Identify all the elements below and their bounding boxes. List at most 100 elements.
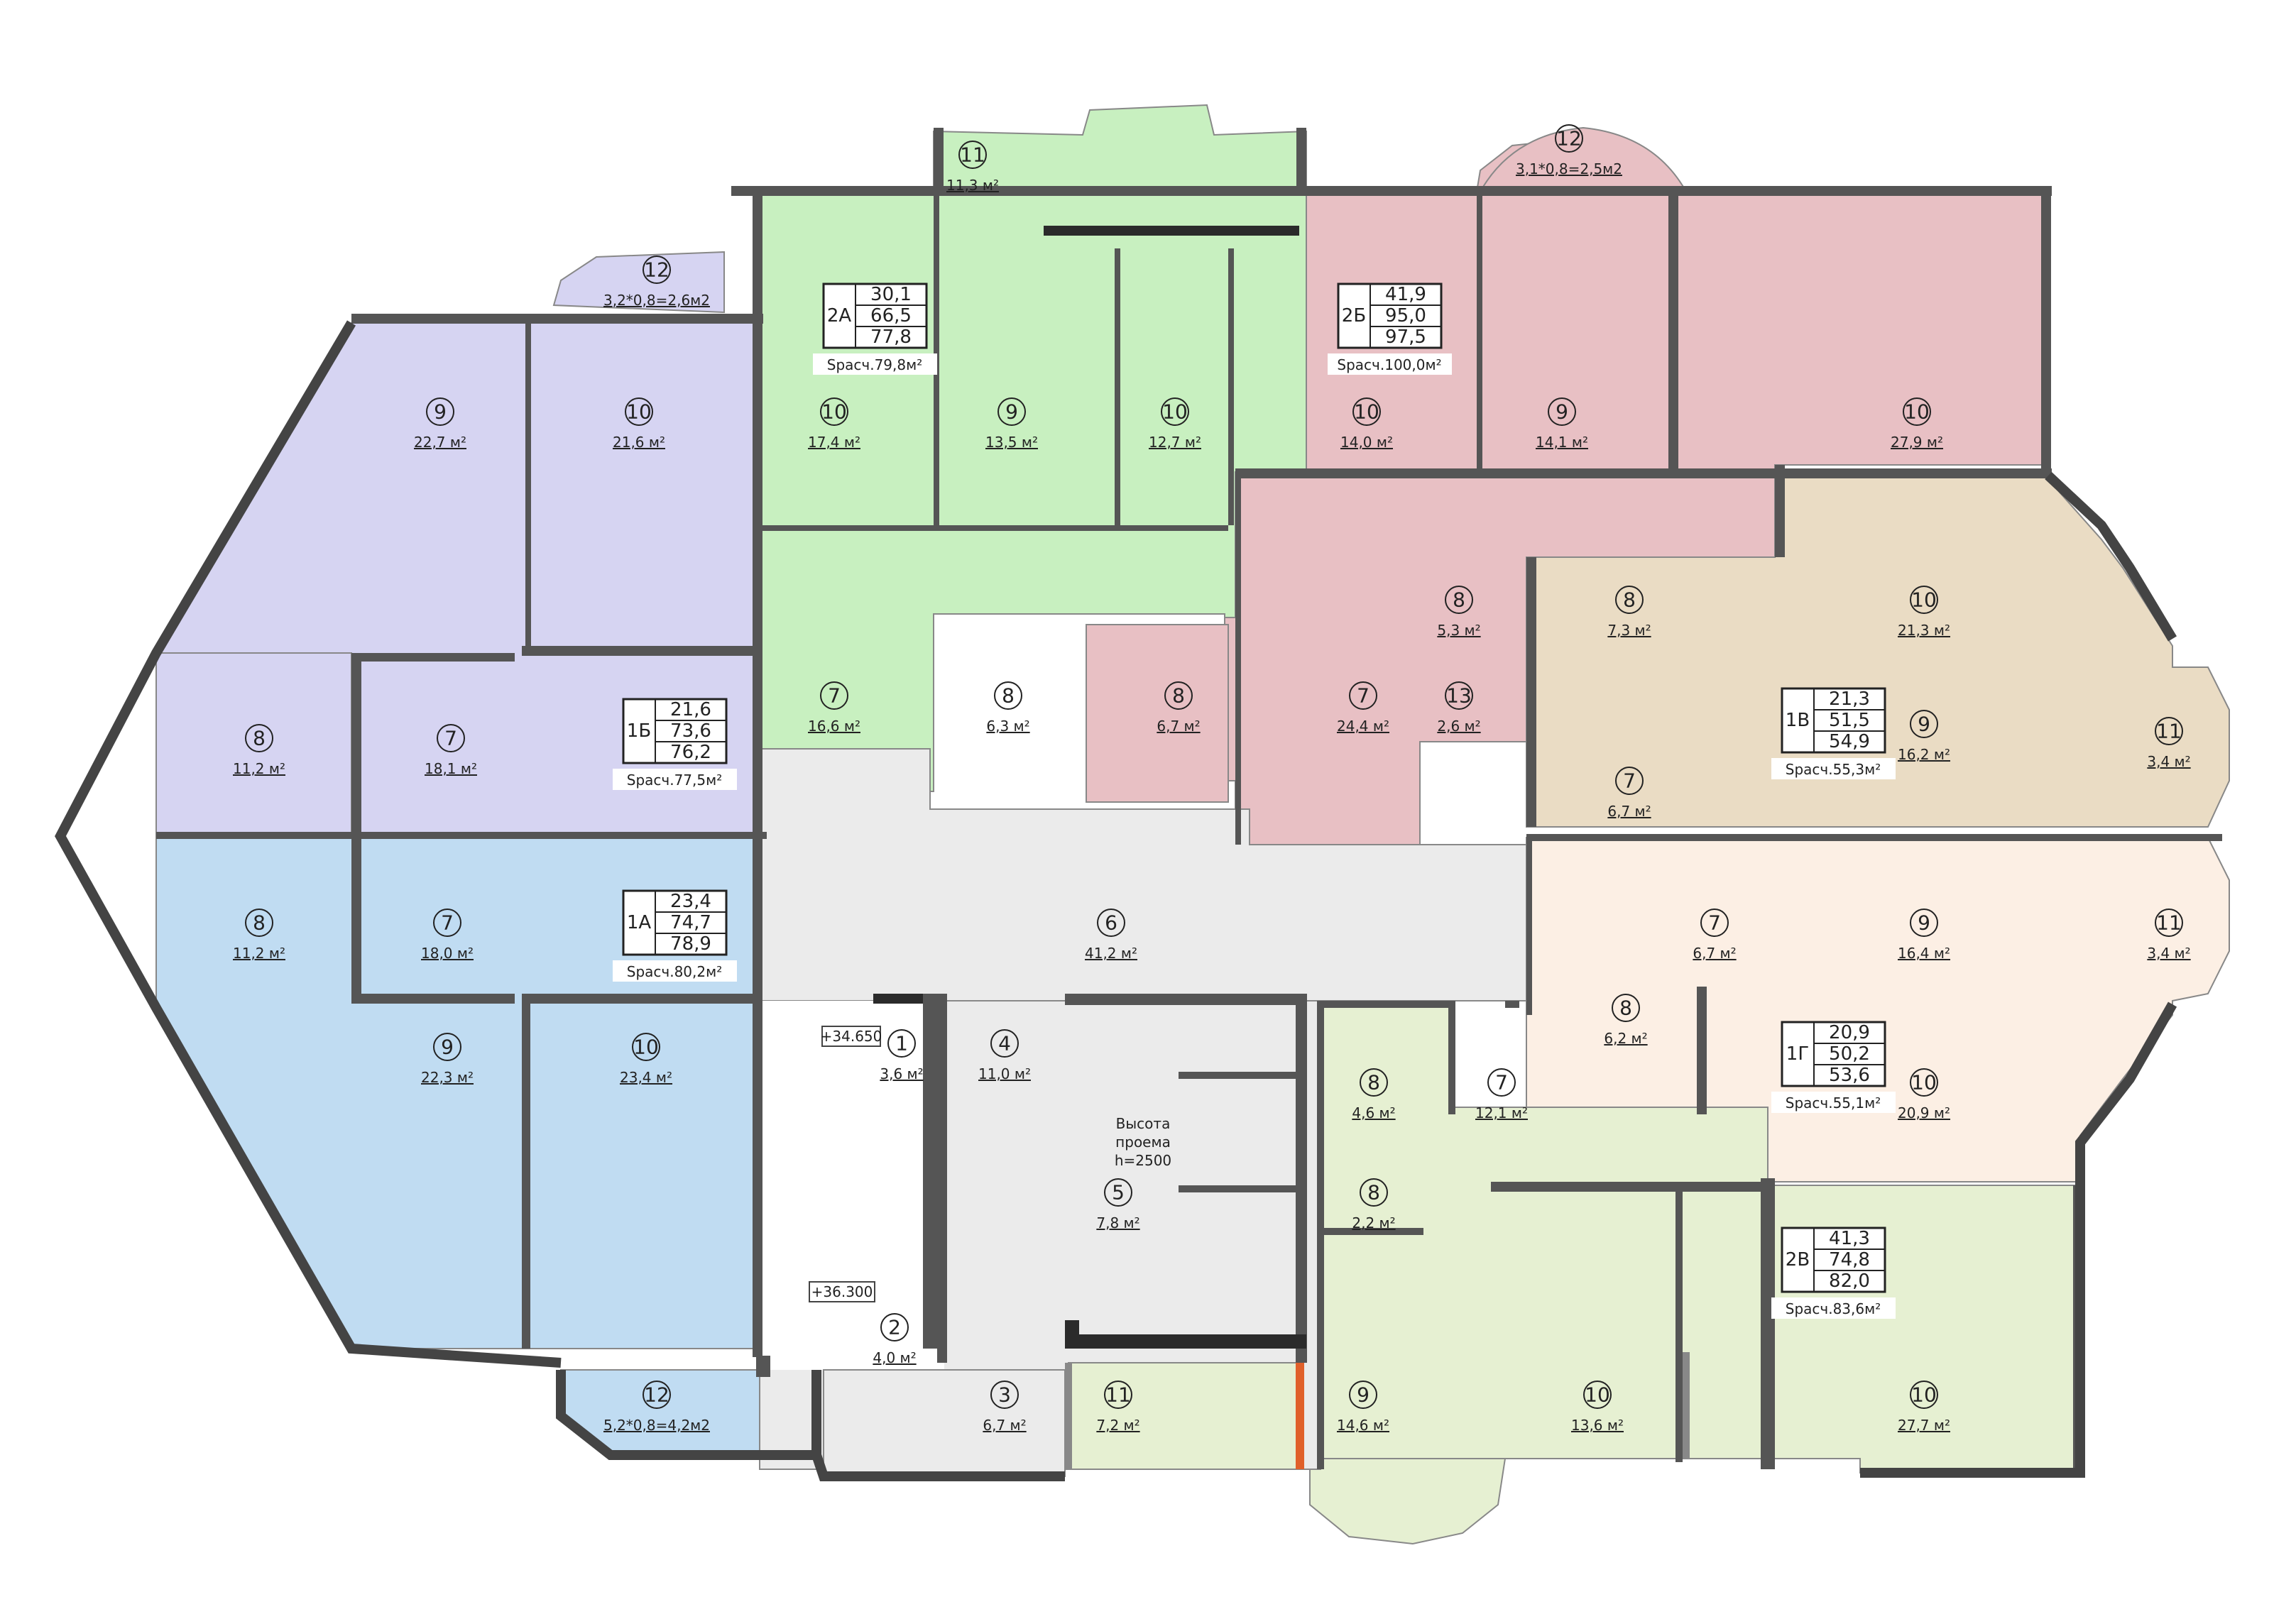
room-label: 125,2*0,8=4,2м2 [603, 1381, 710, 1434]
room-area: 17,4 м² [808, 434, 860, 451]
room-area: 6,7 м² [1157, 718, 1200, 735]
room-label: 922,7 м² [414, 397, 466, 451]
apartment-value: 21,6 [670, 699, 711, 720]
room-number: 13 [1446, 684, 1472, 708]
svg-text:Высота: Высота [1116, 1115, 1171, 1132]
room-number: 9 [1357, 1383, 1370, 1407]
apartment-label: 1В [1786, 710, 1810, 731]
room-label: 916,4 м² [1898, 909, 1950, 962]
apartment-label: 1Б [627, 720, 651, 742]
room-number: 11 [2156, 720, 2182, 743]
room-area: 3,4 м² [2147, 753, 2190, 770]
room-label: 8 11,2 м² [233, 909, 285, 962]
room-label: 13,6 м² [880, 1029, 924, 1082]
apartment-s-calc: Sрасч.55,3м² [1786, 761, 1881, 778]
room-label: 84,6 м² [1352, 1068, 1396, 1121]
apartment-label: 2А [827, 305, 852, 326]
room-label: 76,7 м² [1693, 909, 1737, 962]
apartment-1b-balcony [552, 251, 725, 314]
elevation-marks: +34.650 +36.300 [809, 1026, 882, 1302]
room-number: 8 [1619, 997, 1632, 1020]
room-area: 11,2 м² [233, 760, 285, 777]
apartment-label: 1Г [1786, 1043, 1809, 1065]
room-number: 9 [1918, 911, 1930, 935]
apartment-2v-bay [1309, 1458, 1507, 1545]
room-number: 9 [441, 1036, 454, 1059]
room-label: 10 27,7 м² [1898, 1381, 1950, 1434]
room-label: 916,2 м² [1898, 710, 1950, 763]
elevation-top: +34.650 [821, 1028, 882, 1045]
room-number: 7 [441, 911, 454, 935]
apartment-value: 53,6 [1829, 1065, 1870, 1086]
room-number: 10 [633, 1036, 659, 1059]
apartment-info-boxes: 2А30,166,577,8Sрасч.79,8м²2Б41,995,097,5… [613, 282, 1896, 1319]
apartment-s-calc: Sрасч.79,8м² [827, 356, 922, 373]
room-number: 10 [1911, 588, 1937, 612]
room-area: 4,0 м² [873, 1349, 916, 1366]
apartment-value: 78,9 [670, 933, 711, 955]
room-label: 113,4 м² [2147, 909, 2191, 962]
svg-text:проема: проема [1115, 1134, 1171, 1151]
apartment-value: 82,0 [1829, 1271, 1870, 1292]
room-area: 27,7 м² [1898, 1417, 1950, 1434]
room-label: 87,3 м² [1607, 586, 1651, 639]
walls [156, 128, 2222, 1473]
room-label: 914,6 м² [1337, 1381, 1389, 1434]
room-area: 13,5 м² [985, 434, 1038, 451]
room-label: 86,3 м² [986, 681, 1030, 735]
room-number: 8 [253, 911, 266, 935]
room-label: 117,2 м² [1096, 1381, 1140, 1434]
room-label: 76,7 м² [1607, 767, 1651, 820]
room-label: 82,2 м² [1352, 1178, 1396, 1231]
room-area: 3,1*0,8=2,5м2 [1516, 160, 1622, 177]
room-label: 641,2 м² [1085, 909, 1137, 962]
room-area: 23,4 м² [620, 1069, 672, 1086]
room-number: 10 [1911, 1383, 1937, 1407]
room-number: 10 [1904, 400, 1930, 424]
room-label: 8 11,2 м² [233, 724, 285, 777]
room-area: 2,6 м² [1437, 718, 1480, 735]
room-area: 4,6 м² [1352, 1104, 1395, 1121]
room-number: 8 [253, 727, 266, 750]
room-label: 10 23,4 м² [620, 1033, 672, 1086]
room-number: 7 [1495, 1071, 1508, 1094]
room-label: 7 16,6 м² [808, 681, 860, 735]
room-number: 1 [895, 1032, 908, 1055]
apartment-s-calc: Sрасч.80,2м² [627, 963, 722, 980]
apartment-value: 41,9 [1385, 284, 1426, 305]
room-area: 22,3 м² [421, 1069, 474, 1086]
room-number: 8 [1172, 684, 1185, 708]
room-number: 10 [1162, 400, 1188, 424]
room-label: 913,5 м² [985, 397, 1038, 451]
room-label: 123,1*0,8=2,5м2 [1516, 124, 1622, 177]
room-label: 724,4 м² [1337, 681, 1389, 735]
room-number: 12 [644, 1383, 669, 1407]
room-area: 11,0 м² [978, 1065, 1031, 1082]
room-label: 8 6,7 м² [1157, 681, 1201, 735]
opening-note: Высота проема h=2500 [1115, 1115, 1171, 1169]
room-area: 6,7 м² [1607, 803, 1651, 820]
apartment-value: 41,3 [1829, 1228, 1870, 1249]
room-number: 6 [1105, 911, 1117, 935]
stair-vestibule [760, 1001, 944, 1370]
apartment-value: 30,1 [870, 284, 912, 305]
apartment-value: 77,8 [870, 326, 912, 348]
room-area: 2,2 м² [1352, 1214, 1395, 1231]
balcony-11-bottom [1068, 1362, 1303, 1470]
apartment-value: 20,9 [1829, 1022, 1870, 1043]
apartment-s-calc: Sрасч.100,0м² [1337, 356, 1441, 373]
room-area: 11,2 м² [233, 945, 285, 962]
room-number: 7 [828, 684, 841, 708]
room-area: 16,6 м² [808, 718, 860, 735]
apartment-label: 1А [627, 912, 652, 933]
